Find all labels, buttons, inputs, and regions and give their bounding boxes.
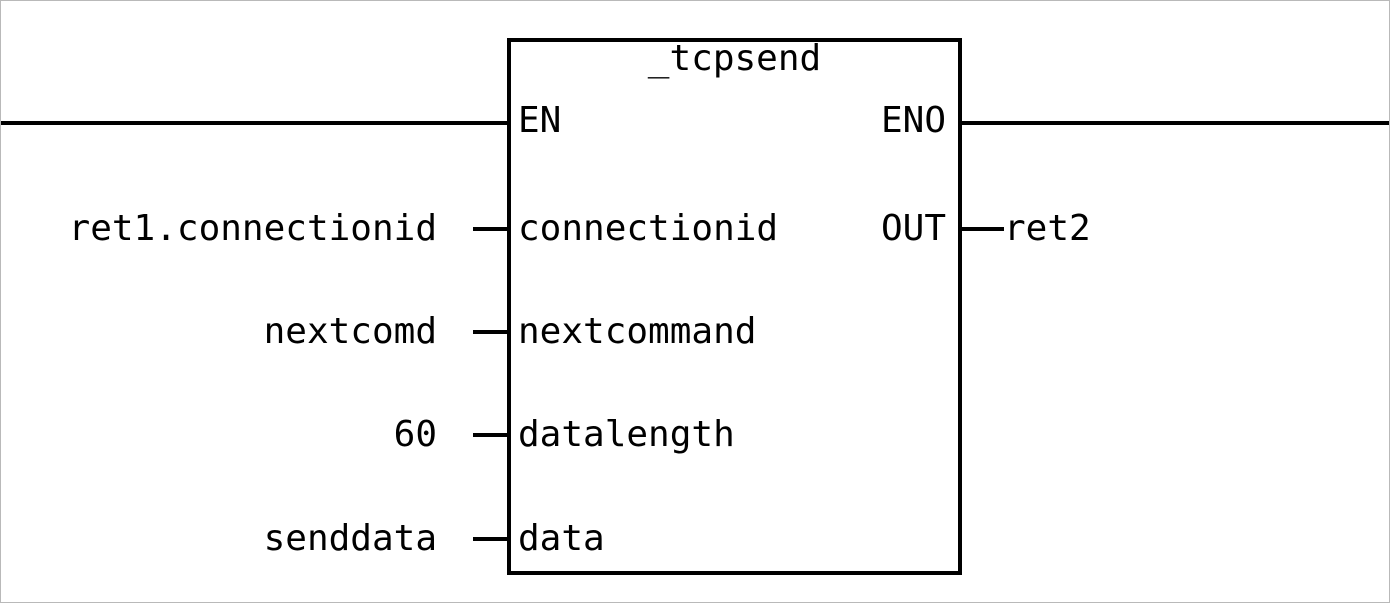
- power-rail-right: [962, 121, 1389, 125]
- function-block-tcpsend[interactable]: [507, 38, 962, 575]
- operand-row-datalength: 60: [1, 417, 473, 471]
- connector-stub-out: [961, 227, 1004, 231]
- operand-senddata[interactable]: senddata: [263, 518, 437, 559]
- connector-stub-nextcommand: [473, 330, 511, 334]
- operand-row-data: senddata: [1, 521, 473, 575]
- connector-stub-data: [473, 537, 511, 541]
- operand-row-nextcommand: nextcomd: [1, 314, 473, 368]
- power-rail-left: [1, 121, 507, 125]
- operand-row-connectionid: ret1.connectionid: [1, 211, 473, 265]
- operand-ret1-connectionid[interactable]: ret1.connectionid: [68, 208, 437, 249]
- pin-label-datalength: datalength: [518, 414, 735, 455]
- connector-stub-datalength: [473, 433, 511, 437]
- pin-label-data: data: [518, 518, 605, 559]
- pin-label-connectionid: connectionid: [518, 208, 779, 249]
- pin-label-en: EN: [518, 100, 562, 141]
- operand-datalength-value[interactable]: 60: [393, 414, 437, 455]
- pin-label-nextcommand: nextcommand: [518, 311, 757, 352]
- connector-stub-connectionid: [473, 227, 511, 231]
- operand-nextcomd[interactable]: nextcomd: [263, 311, 437, 352]
- function-block-title: _tcpsend: [647, 38, 822, 79]
- operand-ret2[interactable]: ret2: [1004, 208, 1091, 249]
